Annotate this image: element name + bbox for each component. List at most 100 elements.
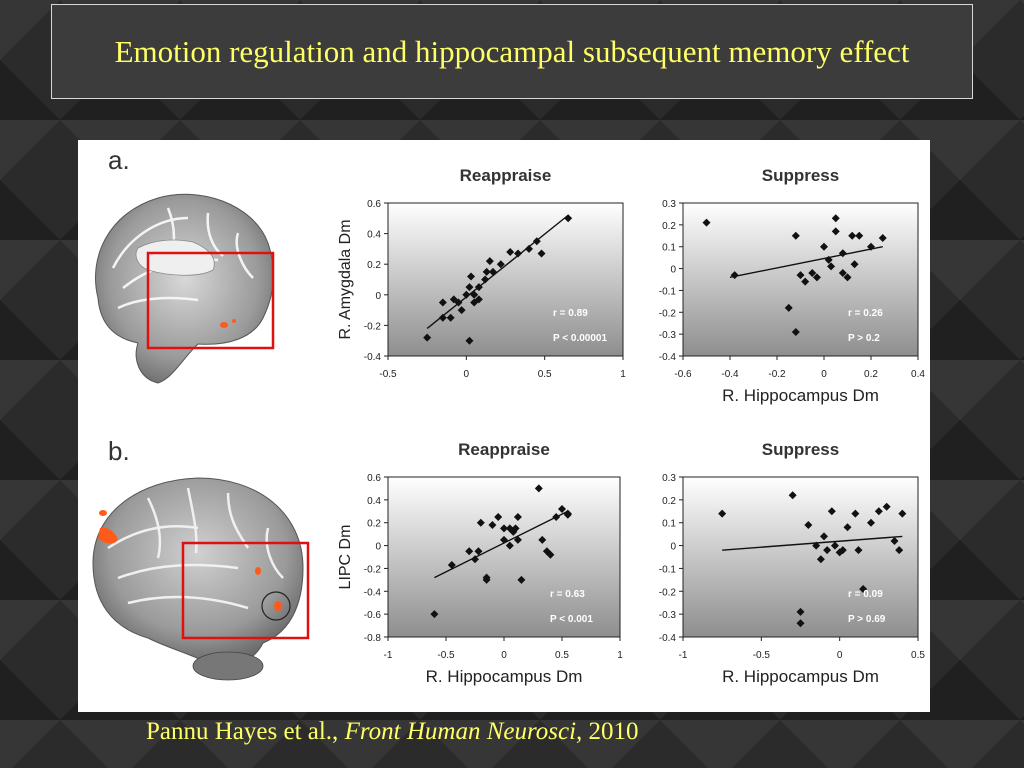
- data-point: [730, 271, 739, 280]
- y-tick-label: 0: [670, 265, 676, 276]
- citation-journal: Front Human Neurosci,: [344, 718, 583, 745]
- roi-box: [181, 541, 310, 640]
- data-point: [467, 272, 476, 281]
- data-point: [430, 610, 439, 619]
- data-point: [465, 547, 474, 556]
- data-point: [838, 268, 847, 277]
- data-point: [890, 537, 899, 545]
- data-point: [859, 585, 868, 593]
- plot-area: [387, 476, 621, 638]
- data-point: [494, 513, 503, 521]
- stat-r: r = 0.09: [848, 589, 883, 600]
- y-tick-label: -0.3: [659, 610, 677, 621]
- plot-area: [387, 202, 624, 357]
- x-tick-label: -1: [384, 650, 393, 661]
- data-point: [895, 546, 904, 555]
- x-tick-label: 0.5: [555, 650, 569, 661]
- data-point: [465, 283, 474, 292]
- data-point: [827, 262, 836, 271]
- data-point: [446, 313, 455, 322]
- citation-year: 2010: [582, 718, 639, 745]
- data-point: [558, 505, 566, 513]
- data-point: [854, 546, 863, 555]
- x-tick-label: -1: [679, 650, 688, 661]
- x-tick-label: -0.4: [721, 369, 739, 380]
- y-tick-label: -0.2: [364, 321, 382, 332]
- scatter-suppress-lipc: Suppress0.30.20.10-0.1-0.2-0.3-0.4-1-0.5…: [659, 440, 926, 686]
- data-point: [867, 518, 875, 527]
- panel-a-label: a.: [108, 145, 130, 175]
- data-point: [784, 303, 793, 312]
- data-point: [830, 541, 839, 550]
- activation-blob: [220, 322, 228, 328]
- y-tick-label: -0.6: [364, 610, 382, 621]
- x-tick-label: 0.4: [911, 369, 925, 380]
- data-point: [457, 306, 466, 315]
- data-point: [500, 524, 508, 533]
- y-tick-label: 0.2: [662, 496, 676, 507]
- y-tick-label: 0: [375, 291, 381, 302]
- data-point: [801, 277, 810, 286]
- data-point: [438, 298, 447, 307]
- data-point: [506, 247, 515, 256]
- data-point: [831, 214, 840, 223]
- data-point: [796, 607, 805, 616]
- y-tick-label: 0.1: [662, 519, 676, 530]
- data-point: [525, 244, 533, 253]
- data-point: [488, 267, 497, 276]
- data-point: [848, 231, 857, 240]
- slide-title: Emotion regulation and hippocampal subse…: [114, 33, 910, 69]
- regression-line: [722, 535, 903, 551]
- stat-p: P < 0.00001: [553, 333, 607, 344]
- data-point: [488, 521, 497, 529]
- x-tick-label: 0: [837, 650, 843, 661]
- regression-line: [426, 214, 569, 330]
- data-point: [791, 327, 800, 336]
- data-point: [471, 555, 479, 564]
- data-point: [500, 535, 508, 544]
- y-tick-label: 0.3: [662, 473, 676, 484]
- x-tick-label: -0.5: [437, 650, 455, 661]
- chart-title: Reappraise: [458, 440, 550, 459]
- citation-authors: Pannu Hayes et al.,: [146, 718, 345, 745]
- y-tick-label: -0.2: [659, 308, 677, 319]
- y-tick-label: -0.4: [364, 352, 382, 363]
- data-point: [788, 491, 797, 500]
- data-point: [513, 513, 522, 521]
- activation-blob: [98, 527, 118, 544]
- data-point: [804, 521, 813, 529]
- chart-title: Reappraise: [460, 166, 552, 185]
- y-tick-label: 0.2: [662, 221, 676, 232]
- data-point: [820, 532, 828, 541]
- data-point: [514, 249, 523, 258]
- y-tick-label: -0.2: [364, 564, 382, 575]
- data-point: [564, 214, 573, 223]
- y-tick-label: 0.4: [367, 496, 381, 507]
- y-tick-label: 0.2: [367, 260, 381, 271]
- data-point: [447, 561, 456, 569]
- y-tick-label: 0.3: [662, 199, 676, 210]
- data-point: [702, 218, 711, 227]
- y-axis-label: LIPC Dm: [337, 525, 354, 590]
- data-point: [423, 333, 432, 342]
- data-point: [470, 290, 479, 299]
- data-point: [438, 313, 447, 322]
- data-point: [838, 546, 847, 555]
- data-point: [827, 507, 836, 516]
- y-tick-label: -0.4: [659, 352, 677, 363]
- x-axis-label: R. Hippocampus Dm: [722, 667, 879, 686]
- y-axis-label: R. Amygdala Dm: [337, 219, 354, 339]
- data-point: [823, 546, 832, 555]
- data-point: [474, 283, 483, 292]
- data-point: [563, 510, 572, 519]
- data-point: [462, 290, 471, 299]
- x-tick-label: 1: [620, 369, 626, 380]
- data-point: [513, 535, 522, 544]
- data-point: [517, 575, 526, 584]
- citation: Pannu Hayes et al., Front Human Neurosci…: [146, 718, 639, 746]
- x-tick-label: -0.5: [379, 369, 397, 380]
- y-tick-label: -0.4: [659, 633, 677, 644]
- data-point: [482, 573, 491, 582]
- regression-line: [434, 510, 569, 579]
- y-tick-label: -0.2: [659, 587, 677, 598]
